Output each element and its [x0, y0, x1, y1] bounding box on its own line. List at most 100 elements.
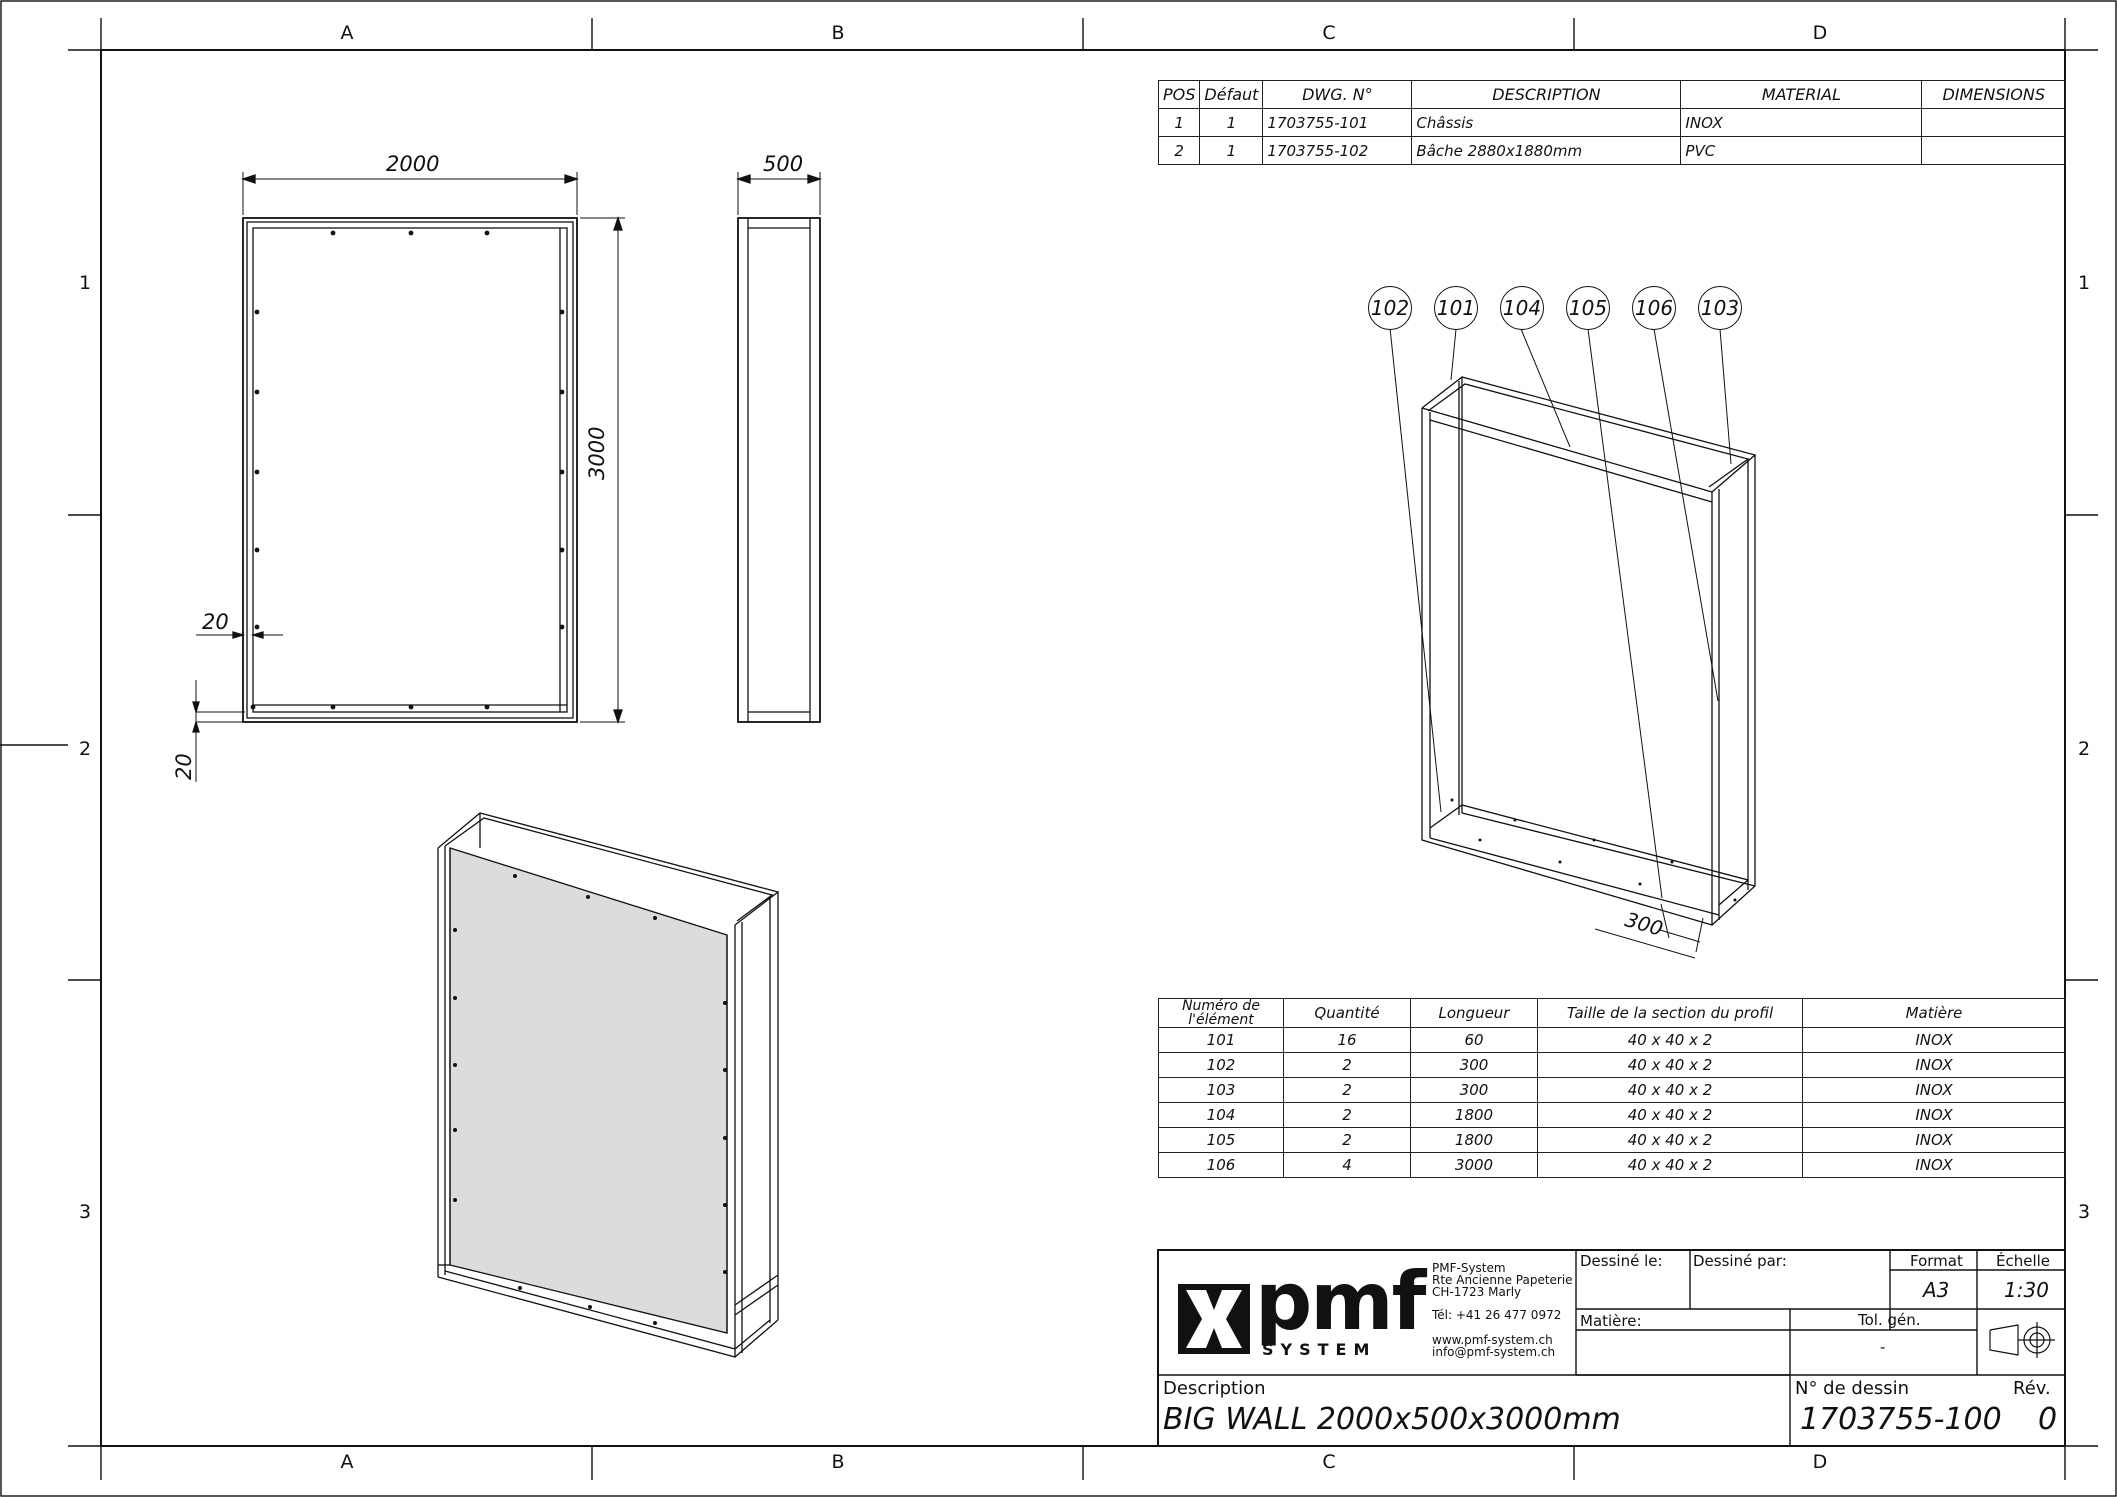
format-value: A3: [1923, 1278, 1950, 1302]
col-section: Taille de la section du profil: [1537, 998, 1803, 1028]
cell: 105: [1158, 1127, 1284, 1153]
cell-description: Châssis: [1411, 108, 1682, 137]
cell: 2: [1283, 1102, 1411, 1128]
cell: 3000: [1410, 1152, 1538, 1178]
cell: INOX: [1802, 1152, 2066, 1178]
dim-offset-x: 20: [202, 610, 229, 634]
balloon-102: 102: [1368, 286, 1412, 330]
cut-list-header: Numéro de l'élément Quantité Longueur Ta…: [1158, 998, 2066, 1028]
description-label: Description: [1163, 1378, 1266, 1399]
cell: 40 x 40 x 2: [1537, 1152, 1803, 1178]
col-dwg-no: DWG. N°: [1262, 80, 1413, 109]
zone-row-2-left: 2: [78, 738, 92, 760]
front-view: [192, 172, 625, 782]
cell-dimensions: [1921, 108, 2066, 137]
col-quantity: Quantité: [1283, 998, 1411, 1028]
cell: 40 x 40 x 2: [1537, 1127, 1803, 1153]
cut-list-table: Numéro de l'élément Quantité Longueur Ta…: [1158, 998, 2066, 1178]
cell: 1800: [1410, 1127, 1538, 1153]
company-name: PMF-System: [1432, 1261, 1506, 1275]
cell: 300: [1410, 1077, 1538, 1103]
scale-label: Échelle: [1996, 1252, 2051, 1270]
revision-value: 0: [2038, 1402, 2058, 1437]
logo-subtitle: SYSTEM: [1262, 1340, 1377, 1359]
cell: 40 x 40 x 2: [1537, 1027, 1803, 1053]
cell-description: Bâche 2880x1880mm: [1411, 136, 1682, 165]
zone-row-1-right: 1: [2077, 272, 2091, 294]
zone-col-a-bottom: A: [340, 1451, 354, 1473]
balloon-106: 106: [1632, 286, 1676, 330]
balloon-103: 103: [1698, 286, 1742, 330]
balloon-101: 101: [1434, 286, 1478, 330]
drawn-by-label: Dessiné par:: [1693, 1252, 1787, 1270]
dim-width: 2000: [386, 152, 440, 176]
cell-dwg-no: 1703755-102: [1262, 136, 1413, 165]
cell-material: INOX: [1680, 108, 1923, 137]
cell: 104: [1158, 1102, 1284, 1128]
drawing-number-value: 1703755-100: [1800, 1402, 2002, 1437]
company-email: info@pmf-system.ch: [1432, 1345, 1556, 1359]
company-city: CH-1723 Marly: [1432, 1285, 1522, 1299]
tolerance-label: Tol. gén.: [1858, 1311, 1921, 1329]
cell: 16: [1283, 1027, 1411, 1053]
iso-frame-view: [1389, 327, 1757, 959]
col-material: Matière: [1802, 998, 2066, 1028]
zone-row-1-left: 1: [78, 272, 92, 294]
dim-offset-y: 20: [172, 753, 196, 780]
cell: INOX: [1802, 1127, 2066, 1153]
cell: 40 x 40 x 2: [1537, 1102, 1803, 1128]
cell-pos: 1: [1157, 108, 1201, 137]
zone-col-c-bottom: C: [1322, 1451, 1336, 1473]
zone-row-3-right: 3: [2077, 1201, 2091, 1223]
parts-list-table: POS Défaut DWG. N° DESCRIPTION MATERIAL …: [1157, 80, 2066, 165]
zone-row-2-right: 2: [2077, 738, 2091, 760]
drawing-number-label: N° de dessin: [1795, 1378, 1910, 1399]
zone-row-3-left: 3: [78, 1201, 92, 1223]
col-default: Défaut: [1199, 80, 1264, 109]
cell-dimensions: [1921, 136, 2066, 165]
zone-col-d-bottom: D: [1812, 1451, 1828, 1473]
cell: INOX: [1802, 1052, 2066, 1078]
logo-mark: [1178, 1284, 1250, 1354]
side-view: [735, 172, 823, 723]
cell: 2: [1283, 1077, 1411, 1103]
company-web: www.pmf-system.ch: [1432, 1333, 1553, 1347]
zone-col-b-bottom: B: [831, 1451, 845, 1473]
format-label: Format: [1910, 1252, 1963, 1270]
description-value: BIG WALL 2000x500x3000mm: [1163, 1402, 1621, 1437]
cell: INOX: [1802, 1077, 2066, 1103]
parts-list-header: POS Défaut DWG. N° DESCRIPTION MATERIAL …: [1157, 80, 2066, 109]
cell: 2: [1283, 1127, 1411, 1153]
scale-value: 1:30: [2004, 1278, 2049, 1302]
iso-panel-view: [437, 812, 780, 1358]
col-description: DESCRIPTION: [1411, 80, 1682, 109]
dim-depth: 500: [763, 152, 804, 176]
cell: 1800: [1410, 1102, 1538, 1128]
cell: 40 x 40 x 2: [1537, 1077, 1803, 1103]
company-address: Rte Ancienne Papeterie: [1432, 1273, 1573, 1287]
col-pos: POS: [1157, 80, 1201, 109]
balloon-105: 105: [1566, 286, 1610, 330]
cell-material: PVC: [1680, 136, 1923, 165]
zone-col-b-top: B: [831, 22, 845, 44]
cell: 101: [1158, 1027, 1284, 1053]
tolerance-value: -: [1880, 1338, 1886, 1356]
cell-default: 1: [1199, 108, 1264, 137]
table-row: 1 1 1703755-101 Châssis INOX: [1157, 108, 2066, 137]
company-phone: Tél: +41 26 477 0972: [1432, 1308, 1562, 1322]
cell: 102: [1158, 1052, 1284, 1078]
dim-height: 3000: [585, 426, 609, 480]
drawn-on-label: Dessiné le:: [1580, 1252, 1663, 1270]
cell-pos: 2: [1157, 136, 1201, 165]
cell-default: 1: [1199, 136, 1264, 165]
zone-col-c-top: C: [1322, 22, 1336, 44]
zone-col-d-top: D: [1812, 22, 1828, 44]
cell-dwg-no: 1703755-101: [1262, 108, 1413, 137]
material-label: Matière:: [1580, 1312, 1642, 1330]
